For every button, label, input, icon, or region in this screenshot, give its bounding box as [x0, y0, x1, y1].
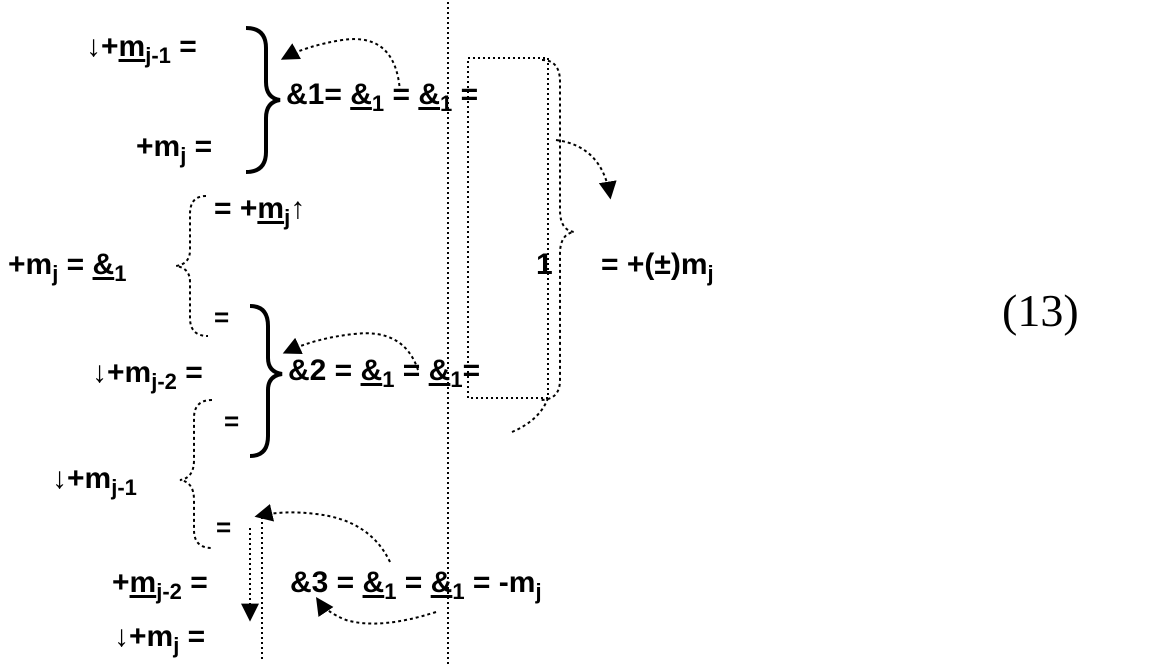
lower-dotted-brace: [180, 400, 212, 548]
group1-brace: [246, 28, 280, 172]
group3-top-arrow: [258, 512, 390, 562]
g3-row-a: ↓+mj-1: [52, 464, 137, 499]
middle-dotted-brace: [176, 196, 208, 336]
g2-row-bottom: =: [224, 408, 239, 434]
g1-rhs: &1= &1 = &1 =: [286, 80, 478, 115]
mid-lhs: +mj = &1: [8, 250, 126, 285]
g1-row-top: ↓+mj-1 =: [86, 32, 197, 67]
right-brace: [540, 60, 574, 400]
g3-row-c: ↓+mj =: [114, 622, 205, 657]
equation-number: (13): [1002, 288, 1079, 334]
g3-row-b: +mj-2 =: [112, 568, 208, 603]
result-arrow: [556, 140, 610, 196]
group2-brace: [250, 306, 282, 456]
mid-result: 1 = +(±)mj: [536, 250, 714, 285]
mid-top: = +mj↑: [214, 194, 305, 229]
g3-rhs: &3 = &1 = &1 = -mj: [290, 568, 542, 603]
g2-rhs: &2 = &1 = &1=: [288, 356, 480, 391]
mid-eq-small: =: [214, 304, 229, 330]
frame-tail: [512, 398, 548, 432]
g1-row-bottom: +mj =: [136, 132, 212, 167]
g2-row-top: ↓+mj-2 =: [92, 358, 203, 393]
group3-bottom-arrow: [318, 600, 436, 624]
g3-eq-small: =: [216, 514, 231, 540]
dotted-frame: [468, 58, 548, 398]
